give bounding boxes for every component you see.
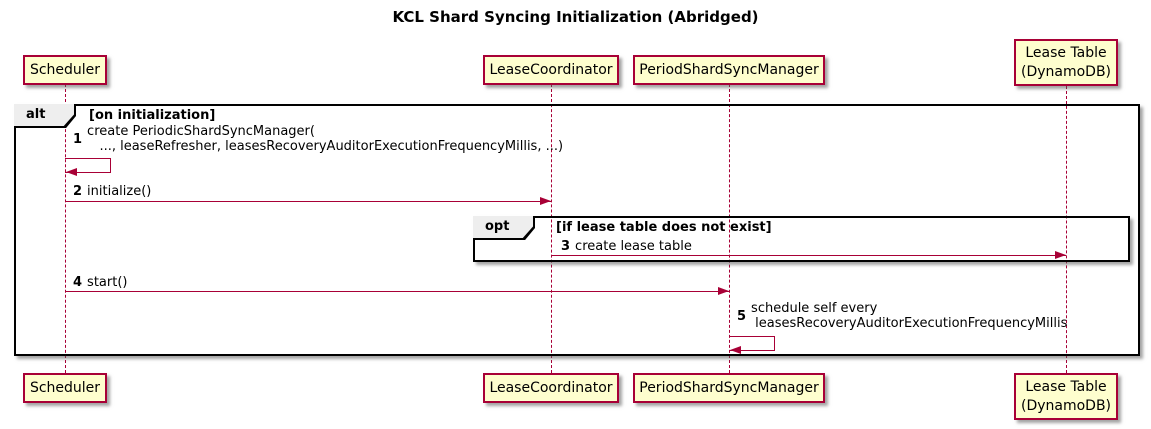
message-5: 5 schedule self every leasesRecoveryAudi… [737,301,1067,331]
message-3-arrowhead-icon [1055,251,1066,259]
alt-frame-condition: [on initialization] [89,108,216,123]
participant-scheduler-label: Scheduler [29,379,101,396]
message-4-text: start() [87,275,128,290]
message-2: 2 initialize() [73,184,151,199]
participant-lease-table-label: Lease Table (DynamoDB) [1020,378,1112,414]
diagram-title: KCL Shard Syncing Initialization (Abridg… [392,8,759,26]
message-3-text: create lease table [575,239,692,254]
participant-scheduler-top: Scheduler [23,55,107,85]
message-1-number: 1 [73,131,83,147]
participant-lease-table-label: Lease Table (DynamoDB) [1020,44,1112,80]
participant-scheduler-bottom: Scheduler [23,373,107,403]
message-4-number: 4 [73,275,83,290]
participant-lease-table-top: Lease Table (DynamoDB) [1014,39,1118,86]
message-4: 4 start() [73,275,127,290]
message-3: 3 create lease table [561,239,692,254]
participant-lease-table-bottom: Lease Table (DynamoDB) [1014,373,1118,420]
message-2-line [65,201,551,202]
lifeline-lease-table [1066,86,1067,373]
message-1-text: create PeriodicShardSyncManager( ..., le… [87,124,564,154]
lifeline-period-shard-sync-manager [729,84,730,373]
participant-period-shard-sync-manager-label: PeriodShardSyncManager [639,61,819,78]
message-2-number: 2 [73,184,83,199]
message-2-text: initialize() [87,184,152,199]
participant-period-shard-sync-manager-top: PeriodShardSyncManager [633,55,825,85]
participant-period-shard-sync-manager-bottom: PeriodShardSyncManager [633,373,825,403]
message-1-arrowhead-icon [66,168,77,176]
opt-frame-pentagon: opt [473,216,535,240]
alt-frame: alt [14,104,1140,356]
participant-lease-coordinator-bottom: LeaseCoordinator [483,373,619,403]
message-5-text: schedule self every leasesRecoveryAudito… [751,301,1068,331]
lifeline-lease-coordinator [551,84,552,373]
message-1: 1 create PeriodicShardSyncManager( ..., … [73,124,563,154]
message-5-arrowhead-icon [730,346,741,354]
message-3-line [551,255,1066,256]
alt-frame-pentagon: alt [14,104,76,128]
message-5-self-loop [729,336,775,351]
message-3-number: 3 [561,239,571,254]
message-4-line [65,291,729,292]
message-5-number: 5 [737,308,747,324]
participant-lease-coordinator-label: LeaseCoordinator [489,379,613,396]
message-1-self-loop [65,158,111,173]
lifeline-scheduler [65,84,66,373]
participant-scheduler-label: Scheduler [29,61,101,78]
opt-frame: opt [473,216,1130,262]
opt-frame-condition: [if lease table does not exist] [556,220,772,235]
participant-lease-coordinator-top: LeaseCoordinator [483,55,619,85]
opt-frame-keyword: opt [473,216,533,238]
message-4-arrowhead-icon [718,287,729,295]
participant-period-shard-sync-manager-label: PeriodShardSyncManager [639,379,819,396]
participant-lease-coordinator-label: LeaseCoordinator [489,61,613,78]
alt-frame-keyword: alt [14,104,74,126]
message-2-arrowhead-icon [540,197,551,205]
